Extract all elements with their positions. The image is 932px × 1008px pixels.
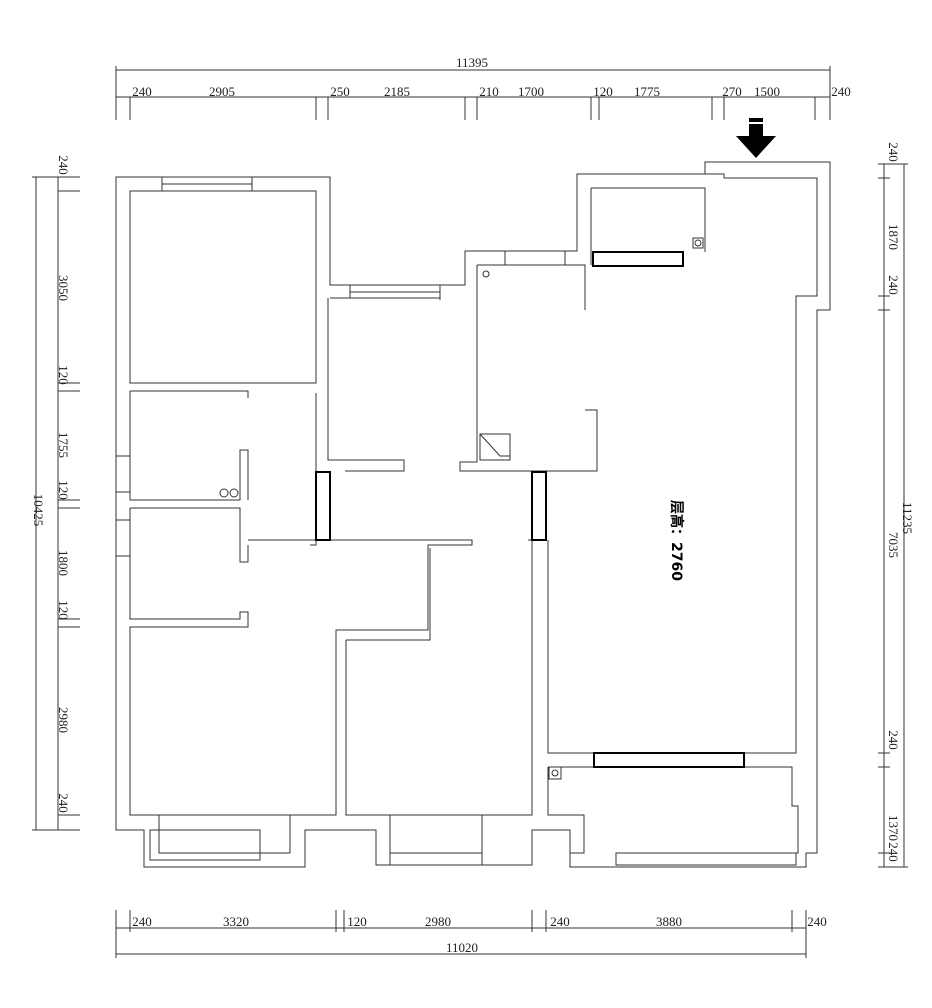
top-dimension: 2905: [209, 84, 235, 99]
left-total-dimension: 10425: [31, 494, 46, 527]
dimension-labels: 11395 240 2905 250 2185 210 1700 120 1775 270 1500…: [31, 55, 915, 955]
bottom-dimension: 3320: [223, 914, 249, 929]
top-dimension: 1700: [518, 84, 544, 99]
fixtures: [219, 237, 704, 780]
bottom-dimension: 240: [132, 914, 152, 929]
top-dimension: 1775: [634, 84, 660, 99]
bottom-total-dimension: 11020: [446, 940, 478, 955]
entrance-arrow-icon: [736, 118, 776, 158]
bottom-dimension: 240: [550, 914, 570, 929]
right-dimension: 1870: [886, 224, 901, 250]
left-dimension: 120: [56, 365, 71, 385]
right-dimension: 1370: [886, 815, 901, 841]
bottom-dimension: 240: [807, 914, 827, 929]
bottom-dimension: 3880: [656, 914, 682, 929]
right-dimension: 240: [886, 842, 901, 862]
right-dimension: 7035: [886, 532, 901, 558]
right-dimension: 240: [886, 142, 901, 162]
dimension-lines: [32, 66, 908, 958]
left-dimension: 2980: [56, 707, 71, 733]
left-dimension: 120: [56, 600, 71, 620]
top-dimension: 120: [593, 84, 613, 99]
top-dimension: 250: [330, 84, 350, 99]
door-openings: [315, 251, 745, 768]
left-dimension: 240: [56, 793, 71, 813]
top-dimension: 270: [722, 84, 742, 99]
right-total-dimension: 11235: [900, 502, 915, 534]
top-dimension: 2185: [384, 84, 410, 99]
left-dimension: 120: [56, 480, 71, 500]
top-dimension: 240: [132, 84, 152, 99]
top-total-dimension: 11395: [456, 55, 488, 70]
walls: [115, 161, 831, 868]
right-dimension: 240: [886, 275, 901, 295]
top-dimension: 210: [479, 84, 499, 99]
ceiling-height-label: 层高：2760: [668, 500, 685, 581]
top-dimension: 1500: [754, 84, 780, 99]
left-dimension: 1755: [56, 432, 71, 458]
bottom-dimension: 120: [347, 914, 367, 929]
left-dimension: 3050: [56, 275, 71, 301]
left-dimension: 240: [56, 155, 71, 175]
right-dimension: 240: [886, 730, 901, 750]
left-dimension: 1800: [56, 550, 71, 576]
top-dimension: 240: [831, 84, 851, 99]
bottom-dimension: 2980: [425, 914, 451, 929]
windows: [115, 176, 797, 866]
